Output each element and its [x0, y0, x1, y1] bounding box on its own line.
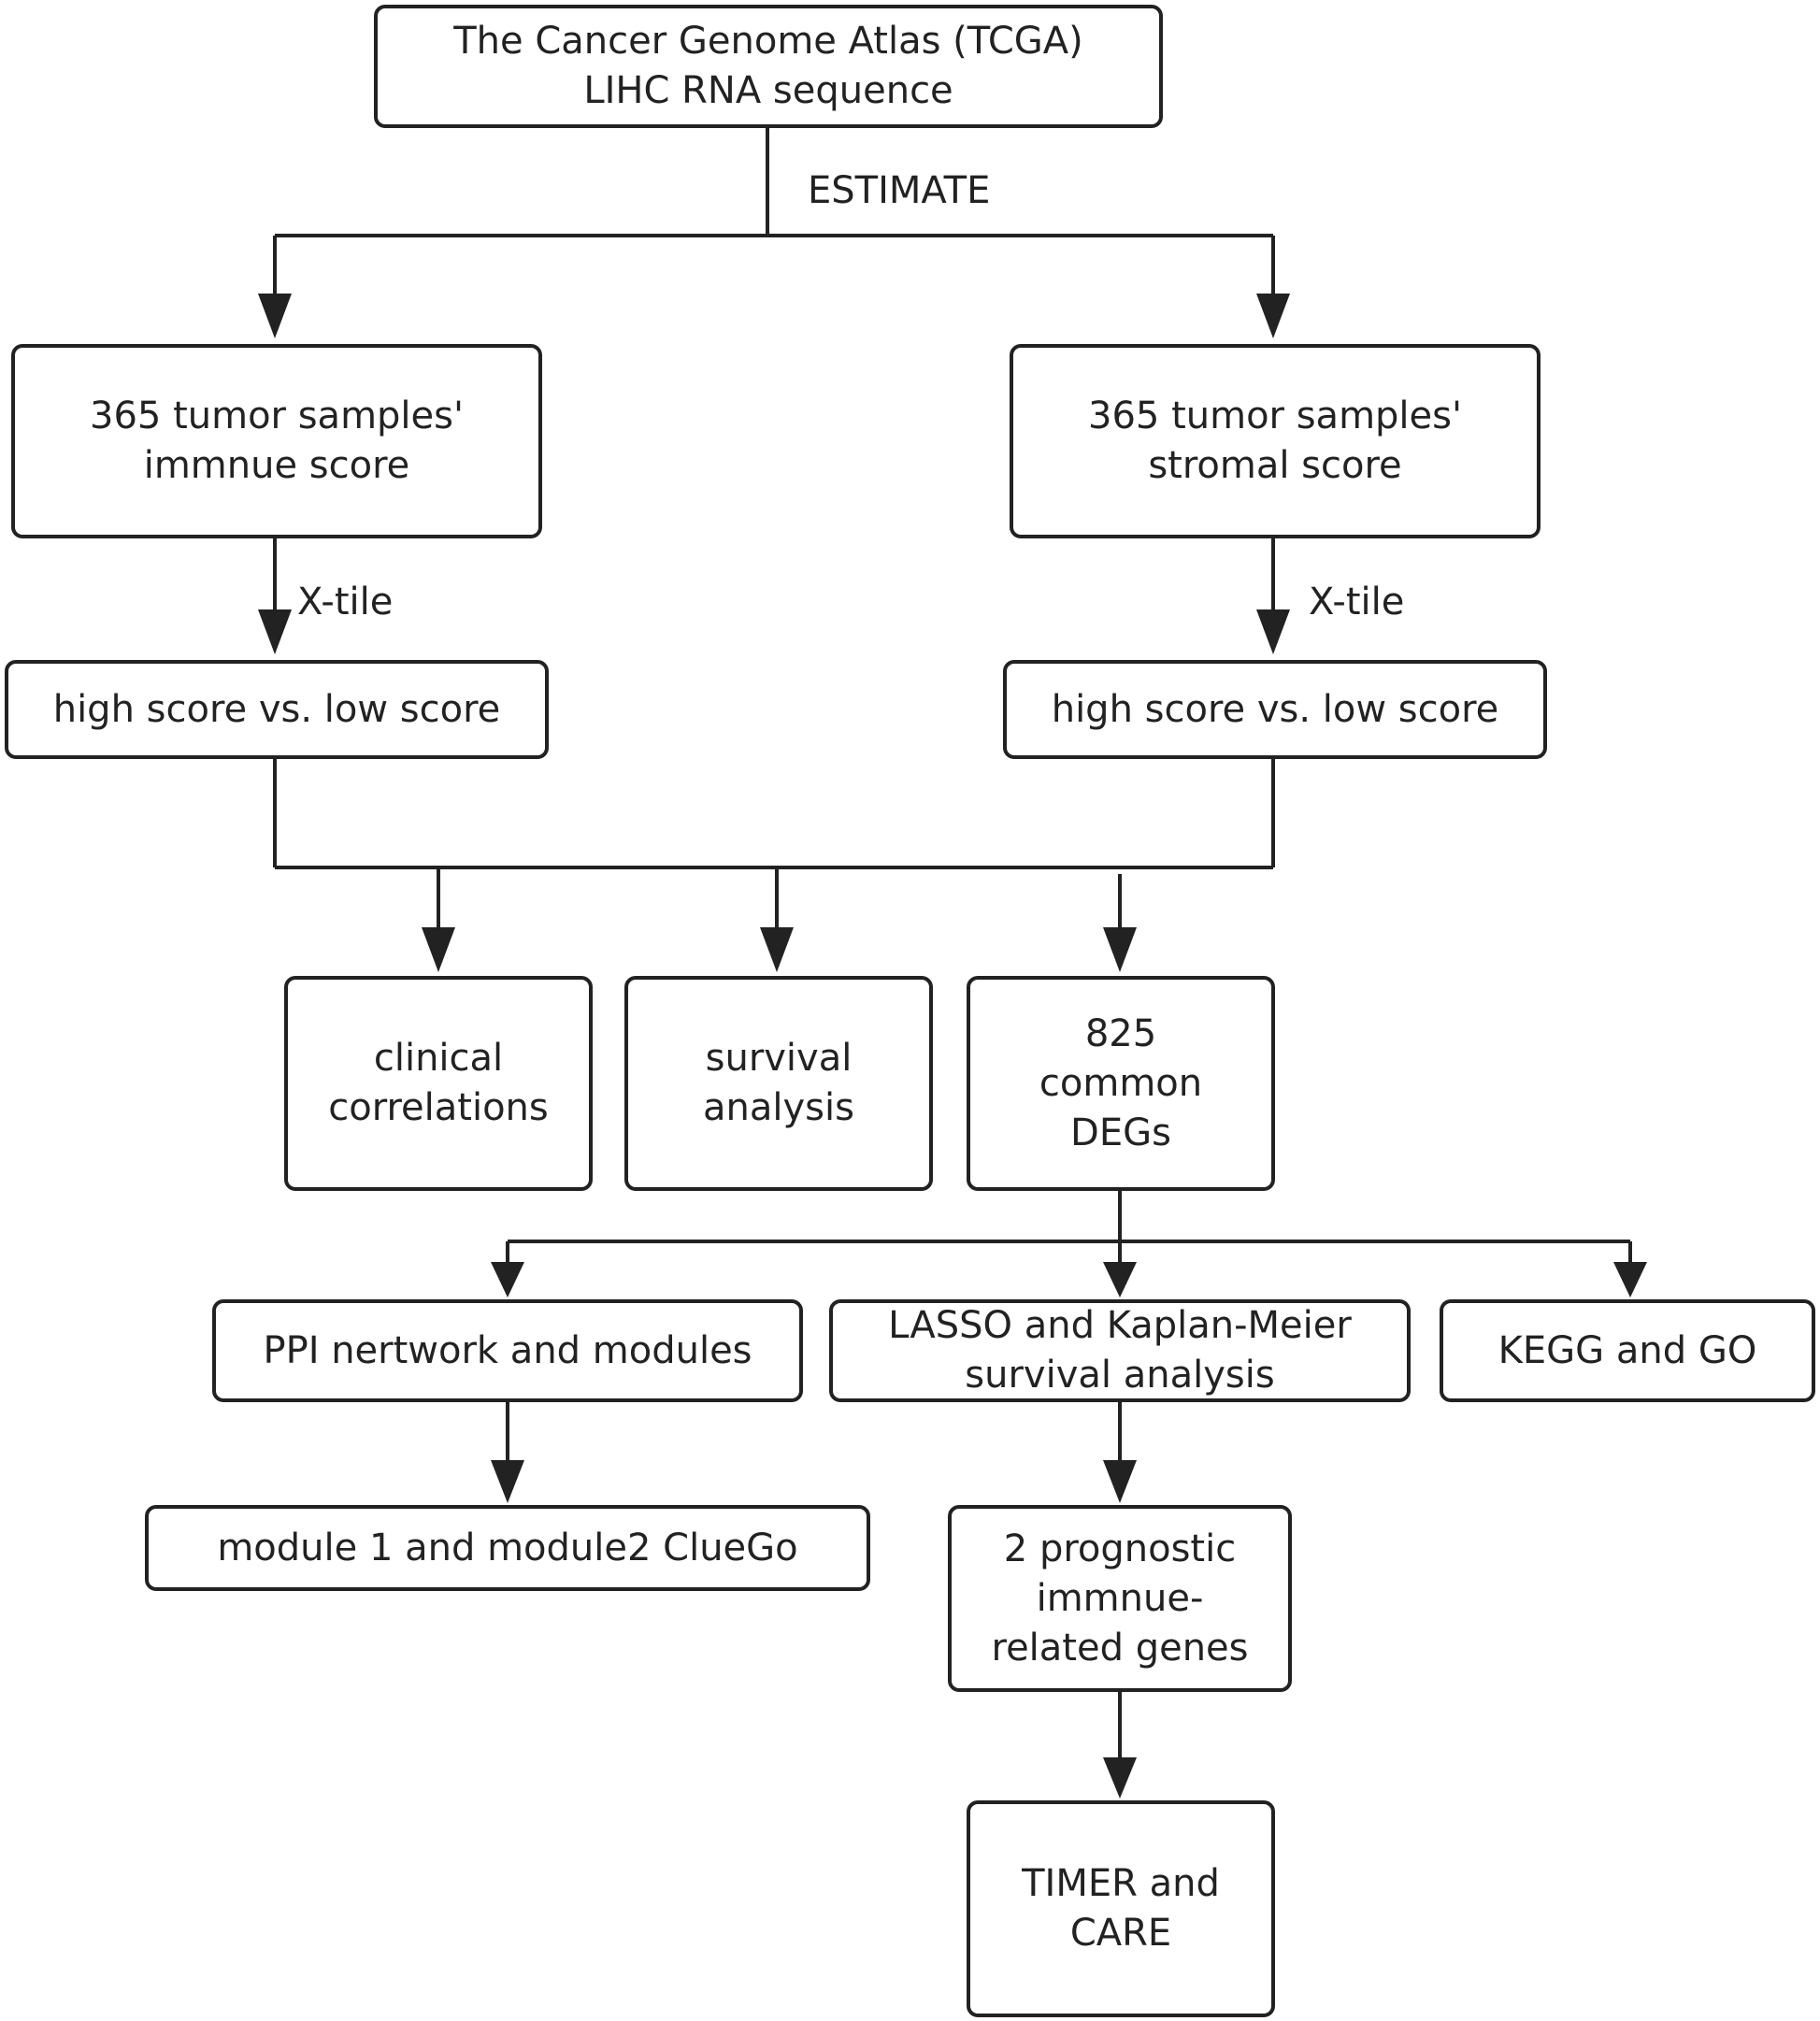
node-stromal-score-label: 365 tumor samples' stromal score	[1088, 394, 1462, 487]
node-immune-high-low: high score vs. low score	[5, 660, 549, 759]
node-immune-score: 365 tumor samples' immnue score	[11, 344, 542, 538]
node-prognostic-genes-label: 2 prognostic immnue- related genes	[991, 1526, 1249, 1670]
node-survival-analysis-label: survival analysis	[703, 1037, 854, 1129]
arrowhead-to-immune-high-low	[258, 609, 292, 654]
arrowhead-to-cluego	[491, 1460, 524, 1503]
arrowhead-to-kegg	[1613, 1262, 1647, 1297]
edge-label-xtile-right: X-tile	[1309, 580, 1405, 624]
arrowhead-to-prognostic	[1103, 1460, 1137, 1503]
node-common-degs: 825 common DEGs	[967, 976, 1275, 1191]
node-stromal-score: 365 tumor samples' stromal score	[1010, 344, 1541, 538]
node-stromal-high-low: high score vs. low score	[1003, 660, 1547, 759]
node-kegg-go: KEGG and GO	[1440, 1299, 1815, 1402]
arrowhead-to-timer	[1103, 1757, 1137, 1799]
node-timer-care-label: TIMER and CARE	[1022, 1862, 1220, 1955]
node-tcga-label: The Cancer Genome Atlas (TCGA) LIHC RNA …	[453, 20, 1083, 112]
node-ppi-network-label: PPI nertwork and modules	[263, 1328, 752, 1372]
node-cluego: module 1 and module2 ClueGo	[145, 1505, 870, 1591]
arrowhead-to-degs	[1103, 927, 1137, 972]
node-stromal-high-low-label: high score vs. low score	[1051, 687, 1499, 731]
node-lasso-km: LASSO and Kaplan-Meier survival analysis	[829, 1299, 1411, 1402]
node-clinical-correlations-label: clinical correlations	[328, 1037, 549, 1129]
node-common-degs-label: 825 common DEGs	[1039, 1011, 1203, 1154]
arrowhead-to-lasso	[1103, 1262, 1137, 1297]
node-timer-care: TIMER and CARE	[967, 1800, 1275, 2017]
arrowhead-to-survival	[760, 927, 794, 972]
edge-label-estimate: ESTIMATE	[808, 169, 991, 212]
node-immune-score-label: 365 tumor samples' immnue score	[90, 394, 464, 487]
node-lasso-km-label: LASSO and Kaplan-Meier survival analysis	[888, 1304, 1352, 1397]
node-kegg-go-label: KEGG and GO	[1498, 1328, 1757, 1372]
node-clinical-correlations: clinical correlations	[284, 976, 593, 1191]
node-prognostic-genes: 2 prognostic immnue- related genes	[948, 1505, 1292, 1692]
arrowhead-to-stromal-score	[1256, 294, 1290, 338]
edge-label-xtile-left: X-tile	[297, 580, 394, 624]
node-cluego-label: module 1 and module2 ClueGo	[217, 1526, 798, 1570]
node-ppi-network: PPI nertwork and modules	[212, 1299, 803, 1402]
arrowhead-to-immune-score	[258, 294, 292, 338]
node-immune-high-low-label: high score vs. low score	[52, 687, 501, 731]
node-tcga: The Cancer Genome Atlas (TCGA) LIHC RNA …	[374, 5, 1163, 128]
node-survival-analysis: survival analysis	[624, 976, 933, 1191]
arrowhead-to-stromal-high-low	[1256, 609, 1290, 654]
arrowhead-to-clinical	[422, 927, 455, 972]
arrowhead-to-ppi	[491, 1262, 524, 1297]
